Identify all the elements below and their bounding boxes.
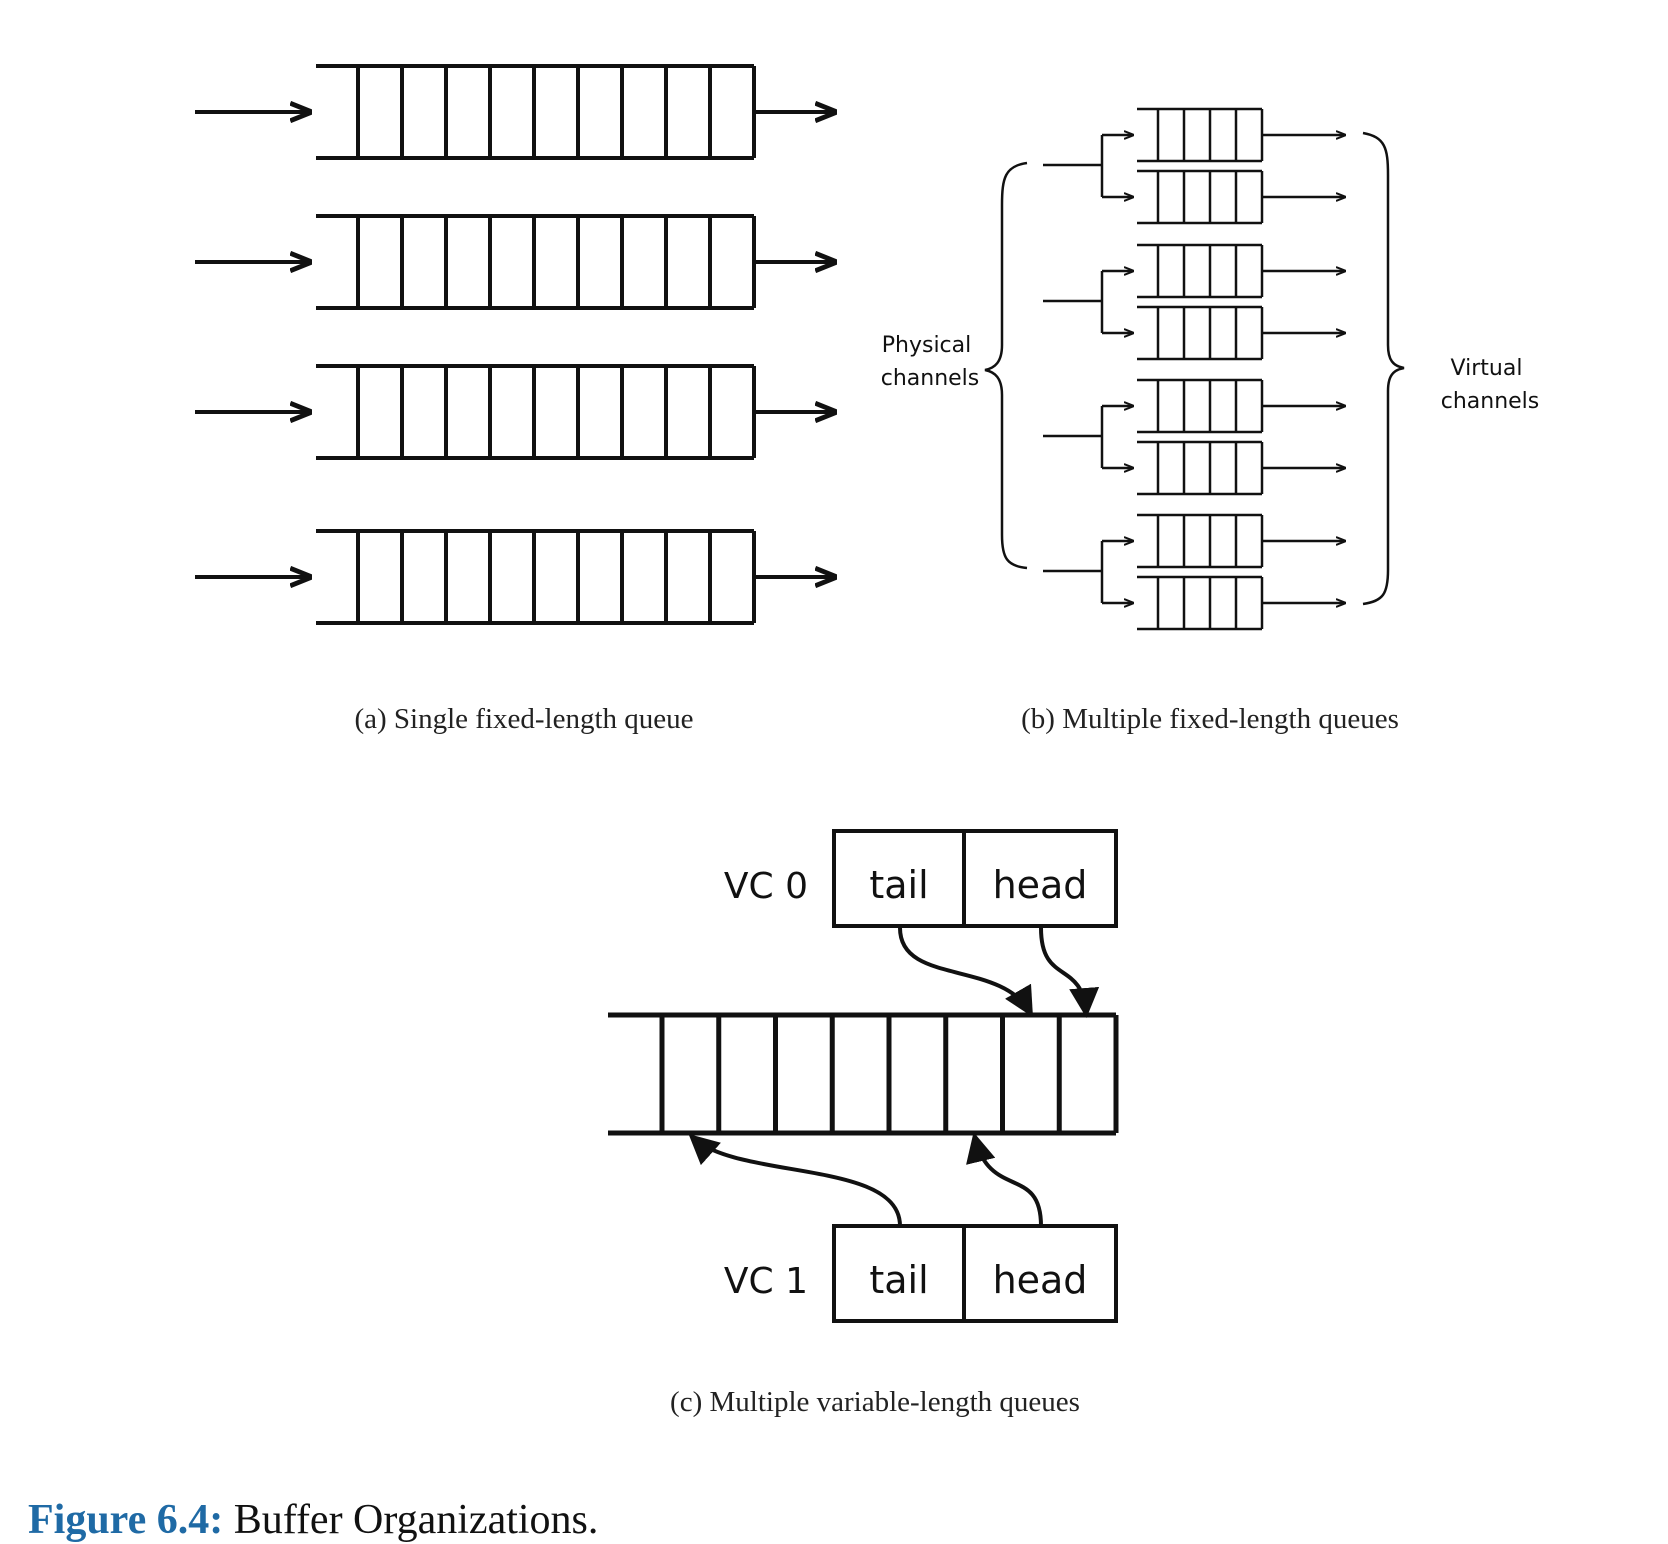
figure-title: Buffer Organizations. (233, 1497, 599, 1543)
virtual-label-line1: Virtual (1451, 356, 1523, 381)
virtual-channel-queue (1102, 305, 1345, 361)
panel-b-caption: (b) Multiple fixed-length queues (1021, 703, 1399, 735)
physical-channel-1 (1043, 107, 1345, 225)
physical-channel-3 (1043, 378, 1345, 496)
virtual-channel-queue (1102, 575, 1345, 631)
vc1-label: VC 1 (724, 1261, 808, 1302)
single-queue-2 (195, 214, 835, 310)
physical-channel-2 (1043, 243, 1345, 361)
vc0-tail-pointer-arrow (898, 927, 1034, 1018)
vc0-label: VC 0 (724, 866, 808, 907)
physical-channels-brace (984, 161, 1028, 570)
panel-b-multiple-queues (1043, 107, 1345, 631)
vc1-head-pointer-arrow (966, 1132, 1043, 1227)
single-queue-4 (195, 529, 835, 625)
figure-number: Figure 6.4: (28, 1497, 224, 1543)
single-queue-1 (195, 64, 835, 160)
vc0-head-pointer-arrow (1039, 927, 1100, 1018)
virtual-channels-brace (1362, 131, 1405, 606)
panel-a-caption: (a) Single fixed-length queue (354, 703, 693, 735)
panel-c-caption: (c) Multiple variable-length queues (670, 1386, 1080, 1418)
virtual-channels-label: Virtual channels (1441, 356, 1540, 414)
virtual-channel-queue (1102, 169, 1345, 225)
physical-label-line2: channels (881, 366, 980, 391)
virtual-channel-queue (1102, 107, 1345, 163)
virtual-channel-queue (1102, 513, 1345, 569)
vc1-head-label: head (993, 1258, 1088, 1302)
vc1-tail-pointer-arrow (688, 1134, 902, 1227)
physical-channel-4 (1043, 513, 1345, 631)
vc0-tail-label: tail (869, 863, 928, 907)
vc0-head-label: head (993, 863, 1088, 907)
virtual-label-line2: channels (1441, 389, 1540, 414)
vc0-head-cell (962, 829, 1118, 928)
panel-a-single-queues (195, 64, 835, 625)
virtual-channel-queue (1102, 378, 1345, 434)
vc1-tail-label: tail (869, 1258, 928, 1302)
virtual-channel-queue (1102, 440, 1345, 496)
physical-label-line1: Physical (882, 333, 972, 358)
virtual-channel-queue (1102, 243, 1345, 299)
vc1-head-cell (962, 1224, 1118, 1323)
single-queue-3 (195, 364, 835, 460)
shared-buffer (608, 1012, 1119, 1136)
figure-caption: Figure 6.4: Buffer Organizations. (28, 1496, 598, 1544)
physical-channels-label: Physical channels (881, 333, 980, 391)
